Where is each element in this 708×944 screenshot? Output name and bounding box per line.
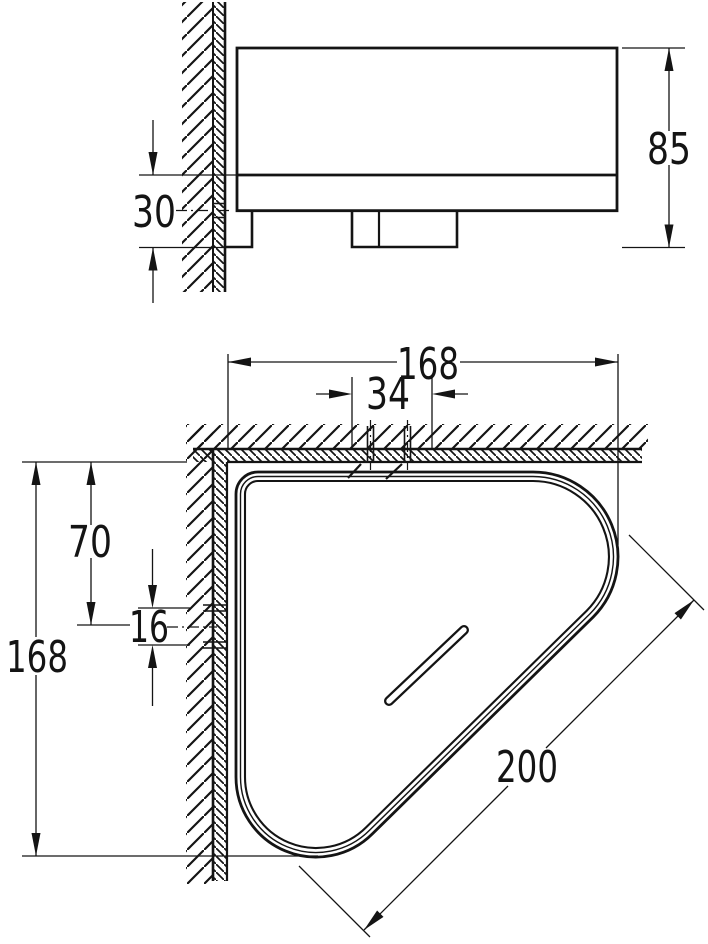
dim-34-value: 34	[366, 369, 410, 420]
dim-168-left-arrow-up	[31, 462, 41, 485]
top-wall-hatch-sparse	[190, 424, 648, 449]
dim-30-arrow-down	[148, 152, 158, 175]
dim-200-line	[363, 599, 695, 931]
dim-85-value: 85	[647, 124, 691, 175]
dim-16-arrow-down	[148, 585, 157, 608]
dim-200-extension-lines	[298, 534, 705, 938]
left-slot-edges	[203, 604, 227, 649]
dim-70: 70	[68, 462, 112, 625]
top-slot-edges	[366, 426, 412, 462]
basket-rim-inner	[243, 479, 610, 850]
dim-85-arrow-down	[664, 224, 674, 248]
bottom-foot	[350, 210, 459, 249]
wall-bracket	[225, 210, 254, 249]
dim-85-arrow-up	[664, 48, 674, 71]
dim-168-left-arrow-down	[31, 833, 41, 856]
top-wall-hatch-dense	[193, 449, 642, 462]
dim-200-arrow-lower	[364, 910, 384, 930]
keyhole-slot-marks	[213, 202, 225, 219]
dim-16: 16	[129, 549, 169, 706]
dim-70-arrow-down	[86, 602, 96, 625]
dim-34-arrow-left	[432, 389, 455, 399]
dim-70-value: 70	[68, 517, 112, 568]
dim-200-value: 200	[496, 742, 558, 793]
left-mounting-slots	[167, 604, 227, 649]
dim-168-left-value: 168	[6, 632, 68, 683]
dim-168-top: 168	[228, 339, 618, 390]
dim-16-value: 16	[129, 602, 169, 653]
dim-168-top-arrow-right	[595, 357, 618, 367]
basket-rim-middle	[239, 475, 615, 854]
plan-view: 168 34 70 16 168	[6, 339, 705, 938]
dim-168-left: 168	[6, 462, 68, 856]
left-wall-hatch-sparse	[186, 424, 213, 884]
ext-slot-gap	[138, 607, 190, 646]
ext-hole-spacing	[351, 377, 433, 449]
top-slot-centerlines	[369, 420, 409, 470]
shelf-body-outline	[235, 46, 619, 213]
dim-30-value: 30	[132, 187, 176, 238]
dim-34: 34	[316, 369, 468, 420]
dim-200-arrow-upper	[674, 600, 694, 620]
dim-200: 200	[298, 534, 705, 938]
mounting-hooks	[347, 463, 403, 480]
dim-16-arrow-up	[148, 645, 157, 668]
dim-30-arrow-up	[148, 247, 158, 271]
wall-hatch-dense	[213, 2, 225, 292]
left-wall-hatch-dense	[213, 449, 227, 881]
top-mounting-slots	[347, 420, 412, 480]
wall-hatch-sparse	[182, 2, 213, 292]
side-view: 85 30	[132, 2, 691, 303]
dim-30: 30	[132, 120, 237, 303]
dim-34-arrow-right	[329, 389, 352, 399]
basket-rim-outer	[234, 470, 620, 859]
drain-slot-fill	[386, 627, 467, 704]
dim-85-extension-lines	[622, 47, 685, 249]
dim-85: 85	[622, 47, 691, 249]
dim-168-top-arrow-left	[228, 357, 251, 367]
dim-168-top-value: 168	[397, 339, 459, 390]
dim-70-arrow-up	[86, 462, 96, 485]
